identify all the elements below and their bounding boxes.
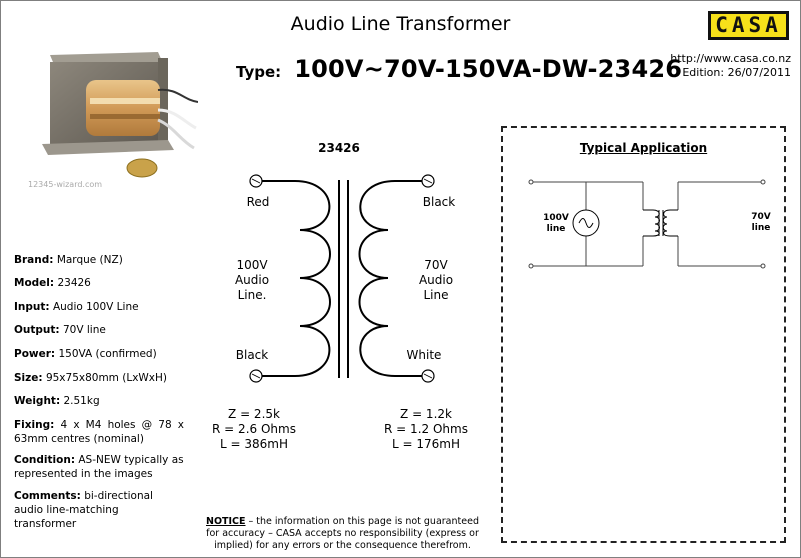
- secondary-desc-1: 70V: [424, 258, 448, 272]
- spec-power: Power: 150VA (confirmed): [14, 348, 157, 360]
- casa-logo: CASA: [708, 11, 789, 40]
- diagram-model: 23426: [318, 141, 360, 155]
- spec-input: Input: Audio 100V Line: [14, 301, 139, 313]
- app-primary-coil: [643, 209, 660, 237]
- secondary-resistance: R = 1.2 Ohms: [384, 422, 468, 436]
- spec-fixing: Fixing: 4 x M4 holes @ 78 x 63mm centres…: [14, 419, 184, 445]
- primary-desc-2: Audio: [234, 273, 270, 287]
- secondary-impedance: Z = 1.2k: [400, 407, 452, 421]
- edition-date: Edition: 26/07/2011: [682, 66, 791, 79]
- spec-size: Size: 95x75x80mm (LxWxH): [14, 372, 167, 384]
- primary-inductance: L = 386mH: [220, 437, 288, 451]
- primary-top-wire: Red: [246, 195, 270, 209]
- application-title: Typical Application: [579, 141, 708, 155]
- spec-brand: Brand: Marque (NZ): [14, 254, 123, 266]
- secondary-top-wire: Black: [422, 195, 456, 209]
- app-input-label-2: line: [547, 224, 566, 234]
- spec-model: Model: 23426: [14, 277, 91, 289]
- transformer-coil: [86, 80, 160, 136]
- primary-desc-1: 100V: [236, 258, 268, 272]
- type-label: Type:: [236, 63, 282, 81]
- primary-bottom-wire: Black: [235, 348, 269, 362]
- notice-text: – the information on this page is not gu…: [206, 516, 479, 551]
- photo-watermark: 12345-wizard.com: [28, 180, 102, 189]
- secondary-winding: [358, 180, 426, 377]
- winding-drawing: 23426: [249, 141, 435, 383]
- primary-impedance: Z = 2.5k: [228, 407, 280, 421]
- app-output-label-1: 70V: [751, 212, 771, 222]
- secondary-desc-3: Line: [423, 288, 449, 302]
- notice-label: NOTICE: [206, 516, 246, 527]
- app-output-label-2: line: [752, 223, 771, 233]
- app-secondary-coil: [662, 209, 678, 237]
- type-value: 100V~70V-150VA-DW-23426: [294, 55, 683, 83]
- typical-application-box: Typical Application 100V line 70V l: [501, 126, 786, 543]
- page-title: Audio Line Transformer: [290, 13, 511, 35]
- app-input-label-1: 100V: [543, 213, 569, 223]
- application-circuit: 100V line 70V line: [528, 179, 771, 269]
- website-url[interactable]: http://www.casa.co.nz: [670, 52, 791, 65]
- coin: [126, 158, 158, 178]
- spec-condition: Condition: AS-NEW typically as represent…: [14, 454, 184, 480]
- spec-comments: Comments: bi-directional audio line-matc…: [14, 490, 153, 530]
- ac-source-icon: [572, 209, 600, 237]
- secondary-inductance: L = 176mH: [392, 437, 460, 451]
- secondary-bottom-wire: White: [406, 348, 442, 362]
- type-line: Type: 100V~70V-150VA-DW-23426: [236, 55, 682, 83]
- primary-resistance: R = 2.6 Ohms: [212, 422, 296, 436]
- primary-desc-3: Line.: [237, 288, 267, 302]
- notice: NOTICE – the information on this page is…: [200, 516, 485, 552]
- spec-output: Output: 70V line: [14, 324, 106, 336]
- secondary-desc-2: Audio: [418, 273, 454, 287]
- primary-winding: [262, 180, 331, 377]
- winding-diagram: 23426 Red 100V Audio Line. Black Black 7…: [200, 130, 500, 460]
- spec-weight: Weight: 2.51kg: [14, 395, 100, 407]
- transformer-photo: 12345-wizard.com: [8, 40, 198, 195]
